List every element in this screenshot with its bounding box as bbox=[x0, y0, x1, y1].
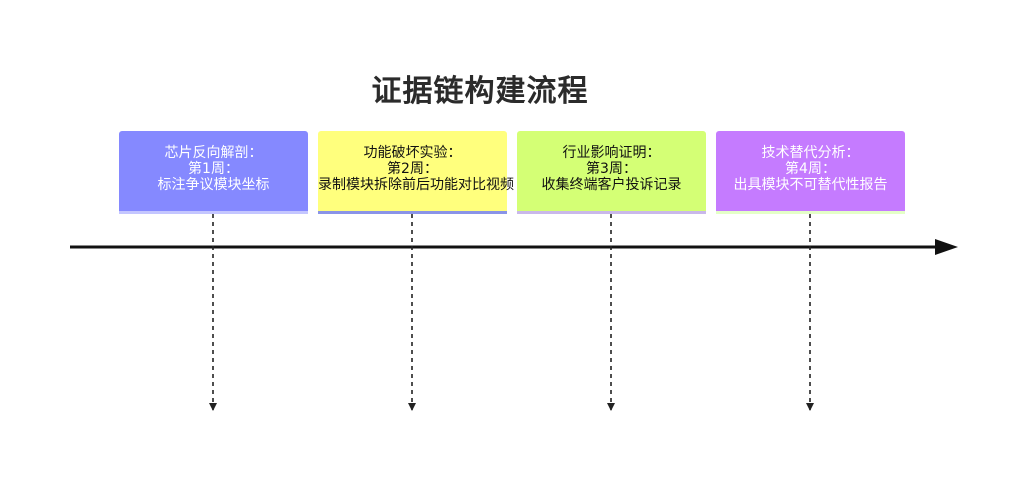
stage-card-chip-reverse-dissection: 芯片反向解剖： 第1周： 标注争议模块坐标 bbox=[119, 131, 308, 214]
stage-card-function-destruction-test: 功能破坏实验： 第2周： 录制模块拆除前后功能对比视频 bbox=[318, 131, 514, 214]
stage-name: 功能破坏实验： bbox=[363, 145, 462, 161]
stage-task: 标注争议模块坐标 bbox=[157, 177, 270, 193]
stage-card-industry-impact-proof: 行业影响证明： 第3周： 收集终端客户投诉记录 bbox=[517, 131, 706, 214]
stage-accent-bar bbox=[716, 211, 905, 214]
stage-name: 技术替代分析： bbox=[761, 145, 860, 161]
stage-week: 第4周： bbox=[785, 161, 836, 177]
stage-week: 第2周： bbox=[387, 161, 438, 177]
diagram-title: 证据链构建流程 bbox=[371, 74, 589, 109]
stage-week: 第1周： bbox=[188, 161, 239, 177]
stage-task: 收集终端客户投诉记录 bbox=[541, 177, 682, 193]
stage-accent-bar bbox=[517, 211, 706, 214]
stage-accent-bar bbox=[318, 211, 507, 214]
stage-week: 第3周： bbox=[586, 161, 637, 177]
stage-card-technology-substitution-analysis: 技术替代分析： 第4周： 出具模块不可替代性报告 bbox=[716, 131, 905, 214]
stage-name: 芯片反向解剖： bbox=[164, 145, 263, 161]
stage-name: 行业影响证明： bbox=[562, 145, 661, 161]
timeline-arrowhead-icon bbox=[935, 239, 958, 255]
stage-task: 录制模块拆除前后功能对比视频 bbox=[318, 177, 514, 193]
stage-task: 出具模块不可替代性报告 bbox=[733, 177, 888, 193]
stage-accent-bar bbox=[119, 211, 308, 214]
